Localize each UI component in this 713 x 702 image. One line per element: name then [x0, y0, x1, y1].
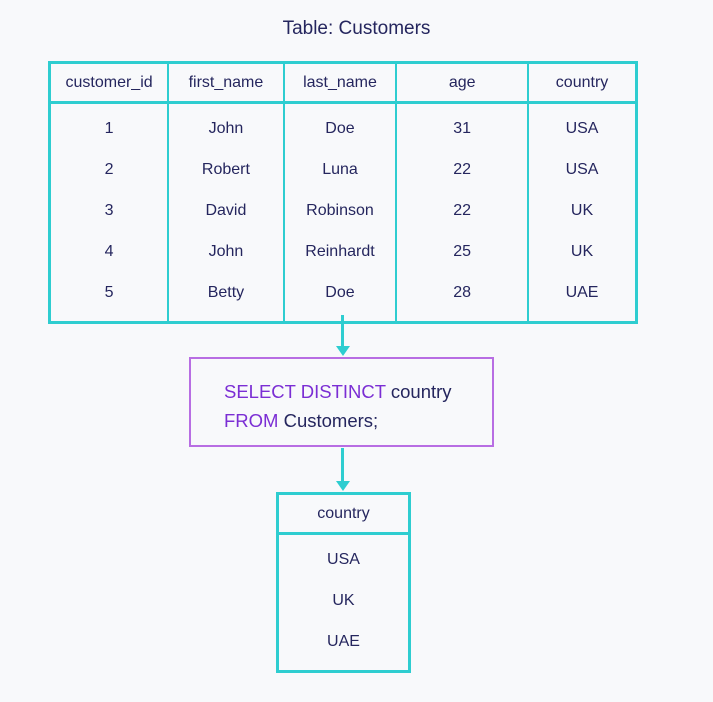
table-cell: 22: [395, 149, 530, 190]
sql-keyword: SELECT DISTINCT: [224, 381, 386, 402]
table-cell: UK: [527, 190, 638, 231]
table-cell: 4: [48, 231, 170, 272]
table-cell: John: [167, 102, 285, 149]
table-cell: Doe: [282, 102, 398, 149]
column-header: first_name: [167, 61, 285, 104]
table-cell: John: [167, 231, 285, 272]
column-header: country: [276, 492, 411, 535]
column-header: customer_id: [48, 61, 170, 104]
result-table: country USA UK UAE: [276, 492, 411, 673]
table-cell: USA: [527, 102, 638, 149]
table-row: USA: [276, 533, 411, 580]
flow-connector-line: [341, 315, 344, 347]
table-cell: UK: [527, 231, 638, 272]
arrow-down-icon: [336, 481, 350, 491]
table-row: 2 Robert Luna 22 USA: [48, 149, 638, 190]
flow-connector-line: [341, 448, 344, 482]
table-cell: UAE: [276, 621, 411, 672]
table-cell: 28: [395, 272, 530, 323]
table-cell: UAE: [527, 272, 638, 323]
table-cell: David: [167, 190, 285, 231]
arrow-down-icon: [336, 346, 350, 356]
table-row: 1 John Doe 31 USA: [48, 102, 638, 149]
customers-table: customer_id first_name last_name age cou…: [48, 61, 638, 324]
column-header: country: [527, 61, 638, 104]
column-header: age: [395, 61, 530, 104]
table-cell: 3: [48, 190, 170, 231]
table-cell: 22: [395, 190, 530, 231]
table-row: UK: [276, 580, 411, 621]
table-cell: 31: [395, 102, 530, 149]
table-cell: USA: [527, 149, 638, 190]
table-header-row: customer_id first_name last_name age cou…: [48, 61, 638, 104]
column-header: last_name: [282, 61, 398, 104]
table-cell: UK: [276, 580, 411, 621]
sql-text: Customers;: [278, 410, 379, 431]
table-cell: Robinson: [282, 190, 398, 231]
table-cell: USA: [276, 533, 411, 580]
table-cell: 1: [48, 102, 170, 149]
query-line: FROM Customers;: [224, 406, 492, 435]
table-cell: 25: [395, 231, 530, 272]
table-row: 4 John Reinhardt 25 UK: [48, 231, 638, 272]
sql-query-box: SELECT DISTINCT country FROM Customers;: [189, 357, 494, 447]
sql-keyword: FROM: [224, 410, 279, 431]
table-cell: Reinhardt: [282, 231, 398, 272]
table-cell: 5: [48, 272, 170, 323]
table-row: 3 David Robinson 22 UK: [48, 190, 638, 231]
table-cell: 2: [48, 149, 170, 190]
diagram-title: Table: Customers: [282, 18, 431, 39]
table-header-row: country: [276, 492, 411, 535]
table-cell: Robert: [167, 149, 285, 190]
sql-text: country: [385, 381, 452, 402]
table-row: 5 Betty Doe 28 UAE: [48, 272, 638, 323]
table-cell: Doe: [282, 272, 398, 323]
query-line: SELECT DISTINCT country: [224, 377, 492, 406]
table-row: UAE: [276, 621, 411, 672]
table-cell: Luna: [282, 149, 398, 190]
table-cell: Betty: [167, 272, 285, 323]
